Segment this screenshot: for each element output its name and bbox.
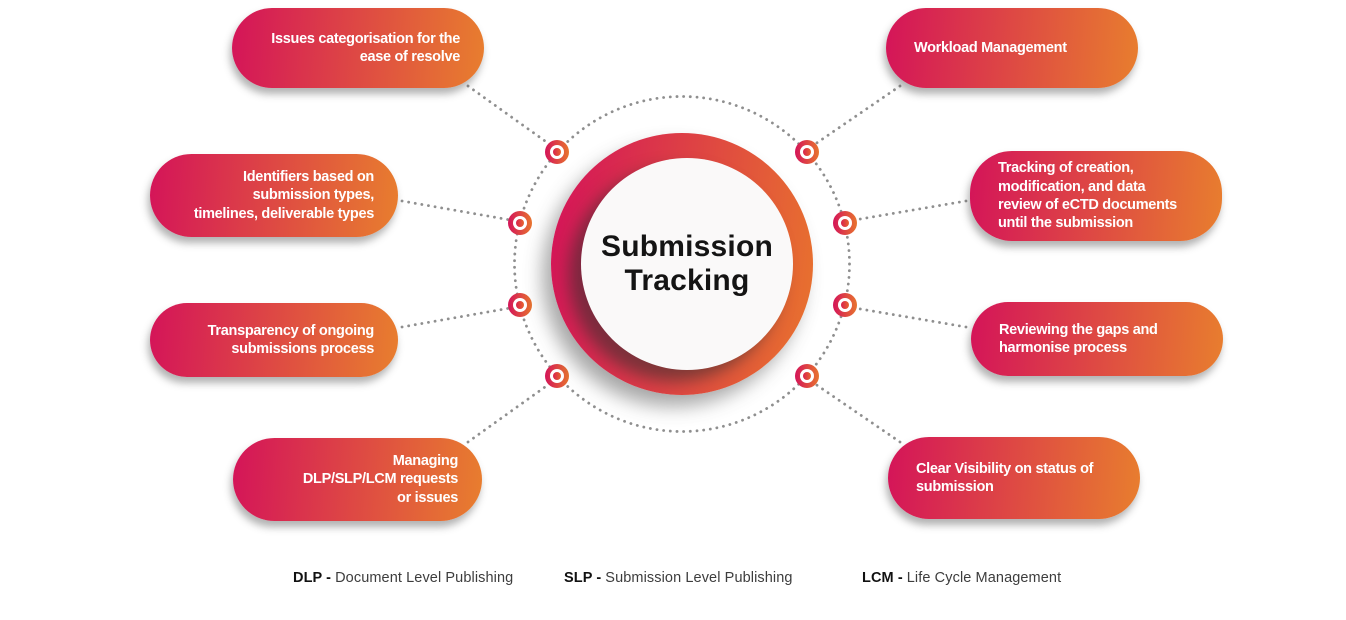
target-node-ring [513,216,527,230]
target-node-icon [545,364,569,388]
target-node-ring [838,298,852,312]
target-node-icon [795,140,819,164]
target-node-icon [508,211,532,235]
legend-meaning: Submission Level Publishing [605,570,793,586]
pill-managing-requests: Managing DLP/SLP/LCM requests or issues [233,438,482,521]
target-node-ring [838,216,852,230]
target-node-dot [553,372,561,380]
legend-meaning: Document Level Publishing [335,570,514,586]
pill-label: Clear Visibility on status of submission [916,460,1094,495]
legend-acronym: SLP - [564,570,602,586]
center-circle-ring: Submission Tracking [551,133,813,395]
target-node-dot [803,372,811,380]
target-node-icon [833,293,857,317]
dotted-circle [513,95,851,433]
pill-tracking-ectd: Tracking of creation, modification, and … [970,151,1222,241]
target-node-dot [553,148,561,156]
target-node-ring [550,369,564,383]
center-circle: Submission Tracking [581,158,793,370]
legend-item-lcm: LCM -Life Cycle Management [862,570,1061,586]
pill-label: Workload Management [914,39,1067,56]
pill-clear-visibility: Clear Visibility on status of submission [888,437,1140,519]
target-node-dot [803,148,811,156]
diagram-title: Submission Tracking [600,229,774,298]
target-node-dot [516,301,524,309]
target-node-ring [800,369,814,383]
target-node-dot [841,301,849,309]
target-node-icon [833,211,857,235]
target-node-dot [841,219,849,227]
pill-label: Transparency of ongoing submissions proc… [207,322,375,357]
pill-reviewing-gaps: Reviewing the gaps and harmonise process [971,302,1223,376]
pill-workload-management: Workload Management [886,8,1138,88]
legend-meaning: Life Cycle Management [906,570,1062,586]
pill-identifiers: Identifiers based on submission types, t… [150,154,398,237]
target-node-icon [508,293,532,317]
legend-item-slp: SLP -Submission Level Publishing [564,570,793,586]
legend-item-dlp: DLP -Document Level Publishing [293,570,513,586]
target-node-ring [513,298,527,312]
legend-acronym: LCM - [862,570,903,586]
pill-issues-categorisation: Issues categorisation for the ease of re… [232,8,484,88]
pill-label: Managing DLP/SLP/LCM requests or issues [302,453,458,506]
target-node-icon [545,140,569,164]
target-node-ring [550,145,564,159]
target-node-icon [795,364,819,388]
target-node-ring [800,145,814,159]
pill-label: Issues categorisation for the ease of re… [271,30,460,65]
pill-label: Tracking of creation, modification, and … [998,160,1177,232]
target-node-dot [516,219,524,227]
pill-label: Identifiers based on submission types, t… [193,169,374,222]
legend-acronym: DLP - [293,570,332,586]
pill-transparency: Transparency of ongoing submissions proc… [150,303,398,377]
pill-label: Reviewing the gaps and harmonise process [999,321,1158,356]
